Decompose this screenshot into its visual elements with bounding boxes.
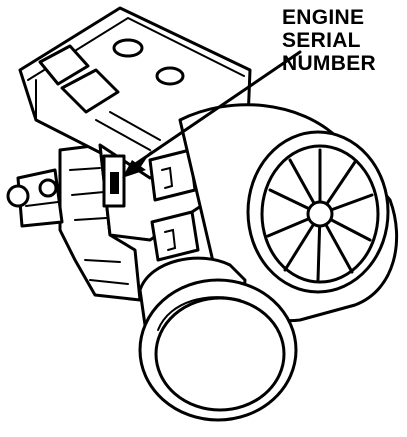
fan-housing <box>178 103 398 323</box>
callout-line-2: SERIAL <box>282 29 361 52</box>
serial-number-plate <box>110 172 119 194</box>
fan-blades <box>266 148 374 282</box>
pointer-arrow-icon <box>122 50 302 178</box>
callout-line-1: ENGINE <box>282 6 365 29</box>
engine-serial-number-label: ENGINE SERIAL NUMBER <box>282 6 406 75</box>
callout-line-3: NUMBER <box>282 52 376 75</box>
pulley-housing <box>138 256 298 422</box>
left-fitting <box>6 168 64 228</box>
